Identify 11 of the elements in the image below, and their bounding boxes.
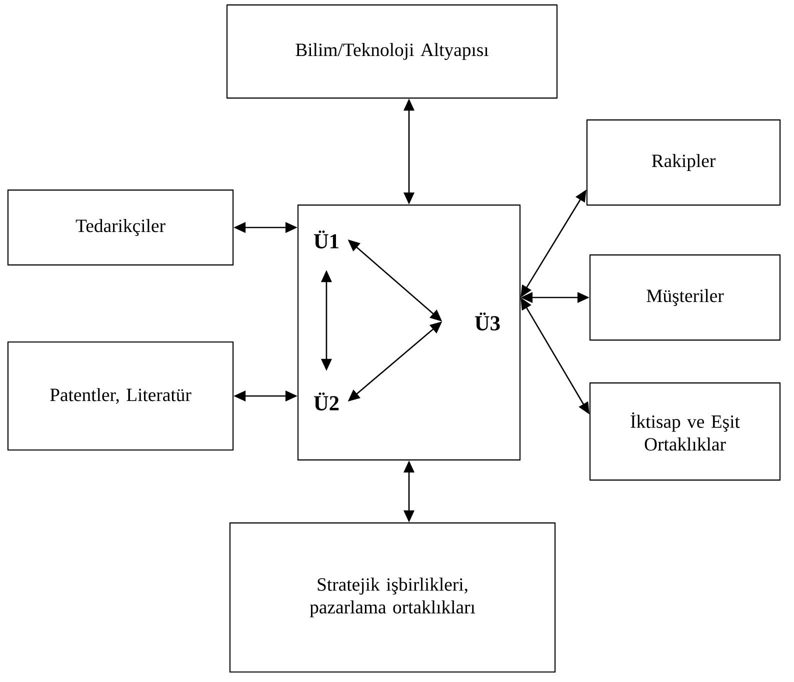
process-box: Patentler, Literatür [7,341,234,451]
process-box: Bilim/Teknoloji Altyapısı [226,4,558,99]
process-box: Tedarikçiler [7,190,234,266]
process-box: Müşteriler [589,254,781,341]
node-label: Ü2 [314,392,339,410]
node-label: Ü1 [314,230,338,248]
node-label: Ü3 [474,312,500,330]
process-box [297,204,521,460]
process-box: İktisap ve Eşit Ortaklıklar [589,382,781,481]
process-box: Rakipler [586,119,781,206]
process-box: Stratejik işbirlikleri, pazarlama ortaklıkları [229,522,556,673]
